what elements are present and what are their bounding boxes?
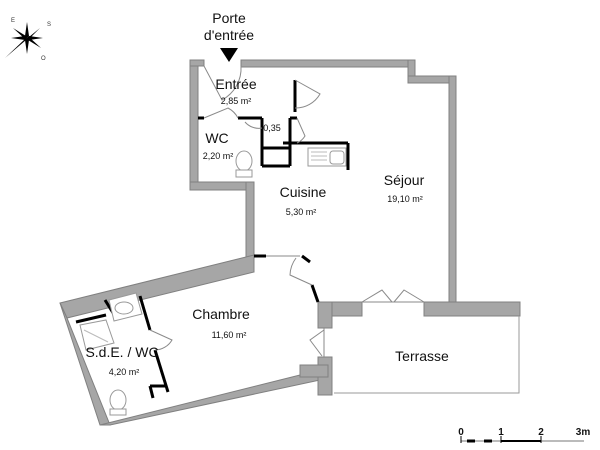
room-area-wc: 2,20 m² <box>203 151 234 161</box>
sde-toilet-icon <box>109 389 127 416</box>
room-area-chambre: 11,60 m² <box>212 330 247 340</box>
entrance-arrow-icon <box>220 48 238 62</box>
room-area-placard: 0,35 <box>263 123 281 133</box>
room-area-sejour: 19,10 m² <box>387 194 423 204</box>
room-area-entree: 2,85 m² <box>221 96 252 106</box>
toilet-icon <box>235 150 253 178</box>
room-area-sde: 4,20 m² <box>109 367 140 377</box>
scale-tick-1: 1 <box>498 427 504 438</box>
entrance-label-line2: d'entrée <box>204 27 254 43</box>
room-name-sde: S.d.E. / WC <box>85 344 158 360</box>
scale-tick-2: 2 <box>538 427 544 438</box>
room-name-sejour: Séjour <box>384 172 425 188</box>
entrance-label-line1: Porte <box>212 10 246 26</box>
fixtures <box>79 147 347 416</box>
compass-rose-icon: E S O <box>5 18 51 62</box>
room-name-terrasse: Terrasse <box>395 348 449 364</box>
washbasin-icon <box>108 292 143 322</box>
doors <box>149 65 425 357</box>
compass-label-o: O <box>41 56 46 62</box>
exterior-walls <box>59 59 521 426</box>
scale-bar: 0 1 2 3m <box>458 427 590 443</box>
terrasse-outline <box>334 316 520 394</box>
room-name-wc: WC <box>205 130 228 146</box>
scale-tick-3: 3m <box>576 427 591 438</box>
kitchen-sink-icon <box>307 147 347 167</box>
compass-label-s: S <box>47 22 51 28</box>
scale-tick-0: 0 <box>458 427 464 438</box>
compass-label-e: E <box>11 18 15 24</box>
room-name-entree: Entrée <box>215 76 256 92</box>
interior-partitions <box>75 80 350 399</box>
room-name-chambre: Chambre <box>192 306 250 322</box>
room-name-cuisine: Cuisine <box>280 184 327 200</box>
shower-icon <box>79 319 115 351</box>
room-area-cuisine: 5,30 m² <box>286 207 317 217</box>
